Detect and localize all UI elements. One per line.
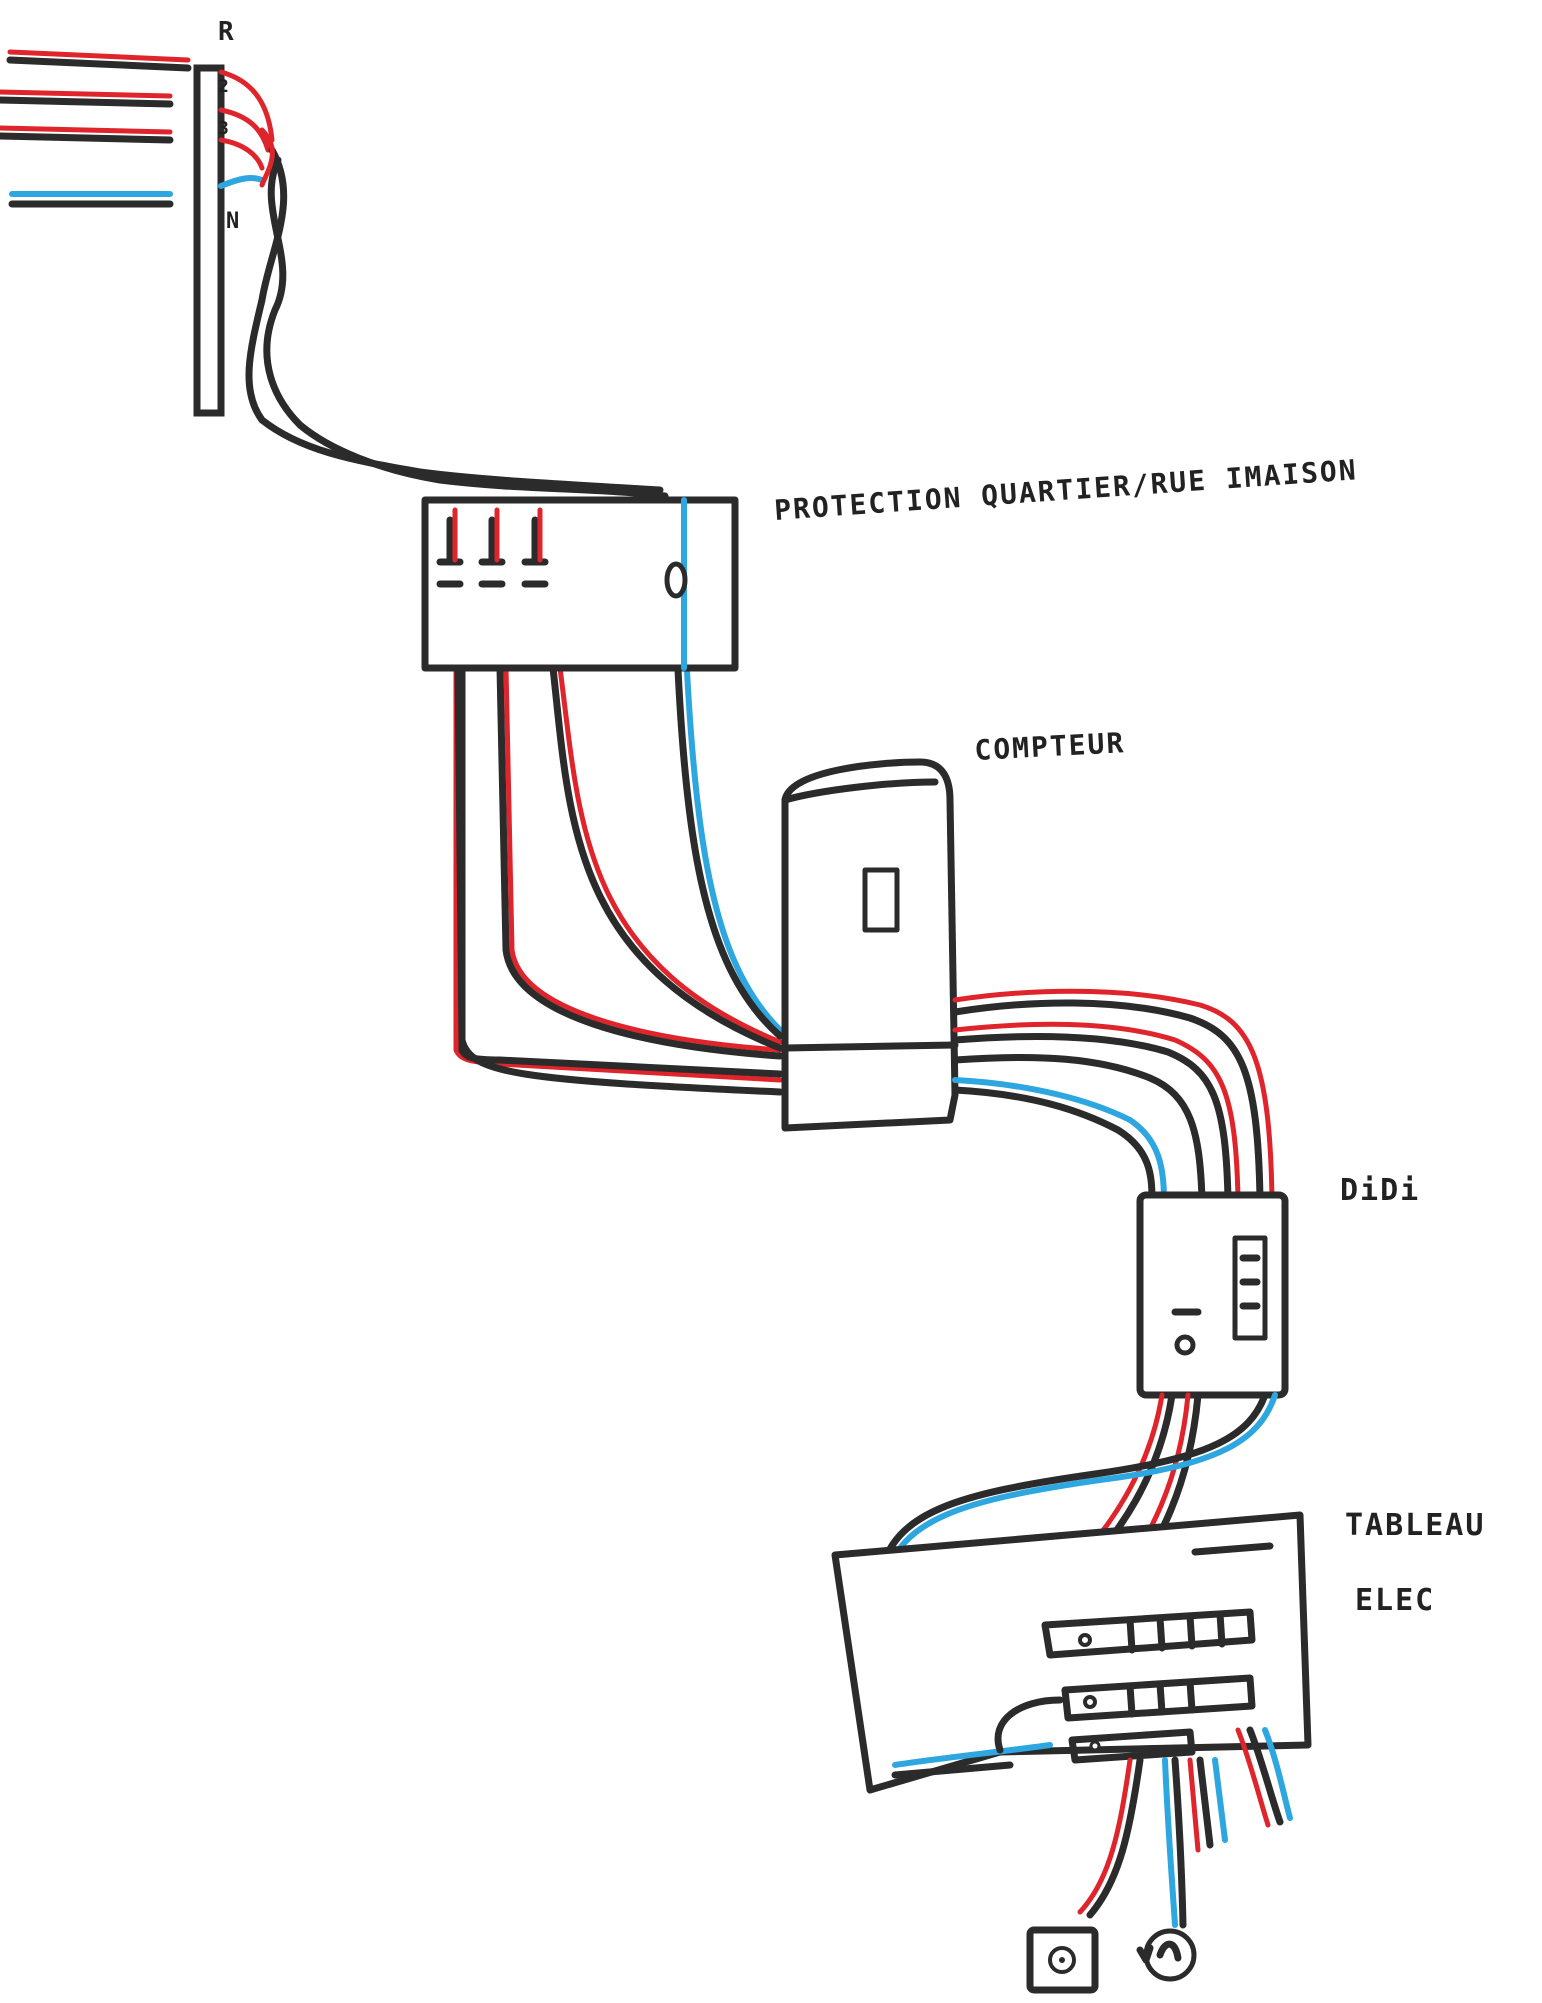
- electrical-panel: [831, 1511, 1312, 1794]
- cable-meter-to-didi: [951, 988, 1275, 1204]
- tableau-label-line2: ELEC: [1355, 1583, 1435, 1618]
- protection-label: PROTECTION QUARTIER/RUE IMAISON: [773, 453, 1358, 527]
- didi-breaker: [1136, 1191, 1289, 1399]
- street-lines: [0, 49, 192, 208]
- didi-label: DiDi: [1340, 1173, 1420, 1208]
- electric-meter: [781, 758, 959, 1132]
- tableau-label-line1: TABLEAU: [1345, 1508, 1485, 1543]
- socket-icon: [1026, 1926, 1099, 1994]
- compteur-label: COMPTEUR: [974, 726, 1126, 767]
- outgoing-circuits: [1077, 1726, 1293, 1929]
- protection-box: [421, 496, 739, 672]
- pole-label-3: 3: [218, 118, 231, 139]
- pole-label-n: N: [226, 209, 241, 234]
- utility-pole: [193, 64, 275, 417]
- twisted-cable: [245, 127, 669, 500]
- pole-label-r: R: [218, 17, 236, 47]
- bulb-icon: [1136, 1928, 1197, 1982]
- pole-label-2: 2: [218, 76, 231, 97]
